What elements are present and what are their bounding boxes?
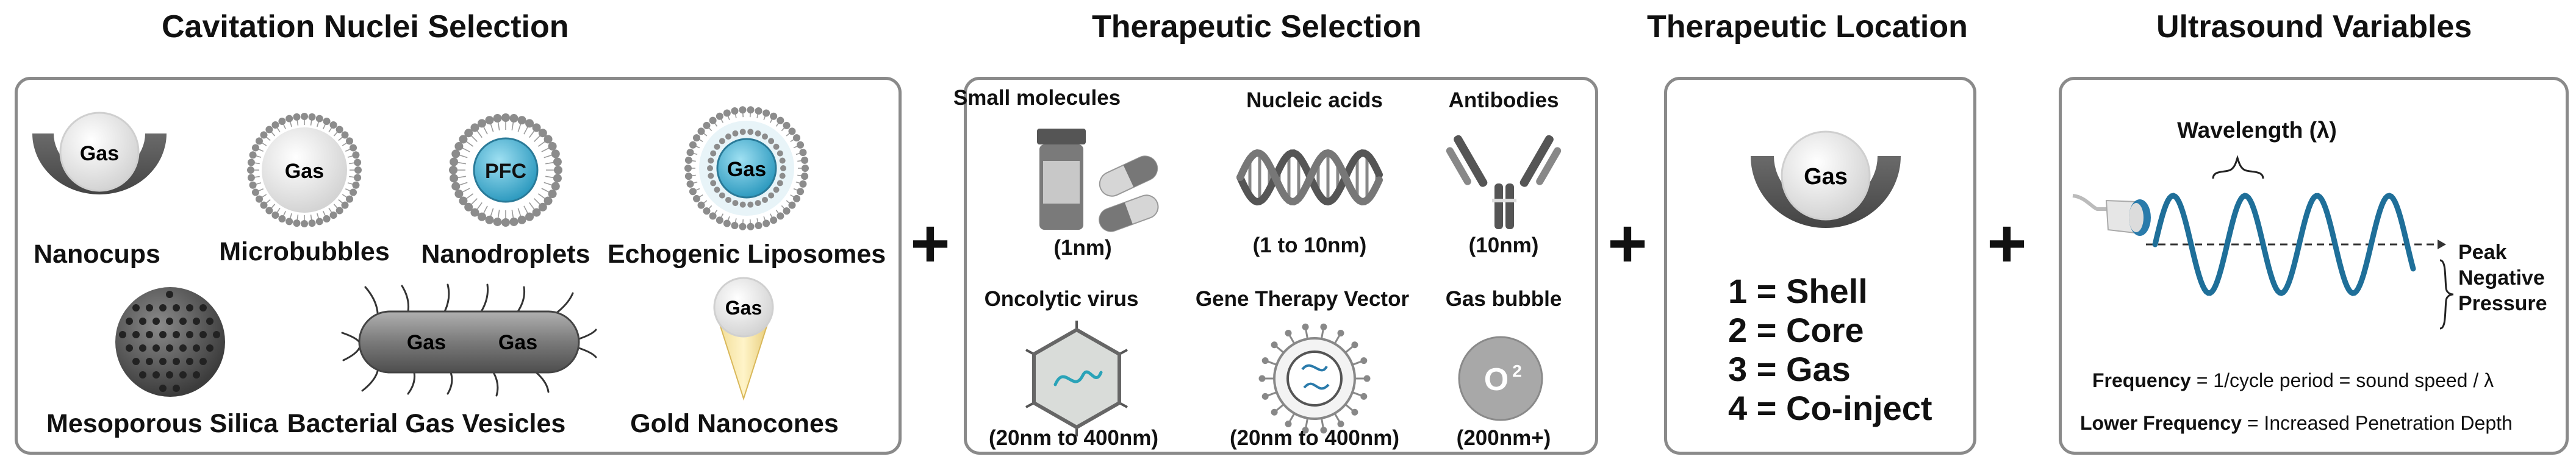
silica-pores bbox=[119, 291, 220, 392]
panel-location: Gas 1 = Shell 2 = Core 3 = Gas 4 = Co-in… bbox=[1664, 77, 1976, 455]
liposome-outer-shell bbox=[684, 106, 809, 230]
frequency-equation: Frequency = 1/cycle period = sound speed… bbox=[2092, 369, 2494, 392]
vesicle-gas-label-2: Gas bbox=[498, 331, 537, 354]
plus-sign-1: + bbox=[910, 205, 950, 282]
title-cavitation: Cavitation Nuclei Selection bbox=[162, 9, 569, 44]
label-nanocones: Gold Nanocones bbox=[630, 409, 839, 438]
size-small-molecules: (1nm) bbox=[1053, 236, 1112, 260]
label-oncolytic-virus: Oncolytic virus bbox=[984, 287, 1139, 311]
pressure-line-1: Peak bbox=[2458, 241, 2507, 264]
pressure-brace-icon bbox=[2439, 259, 2454, 330]
oncolytic-virus-icon bbox=[1025, 321, 1128, 436]
location-item-gas: 3 = Gas bbox=[1728, 350, 1851, 388]
nanocup-gas-label: Gas bbox=[80, 142, 119, 165]
location-gas-label: Gas bbox=[1804, 164, 1848, 190]
panel-therapeutic: Small molecules Nucleic acids Antibodies bbox=[953, 77, 1598, 455]
microbubble-shell bbox=[247, 113, 362, 227]
label-microbubbles: Microbubbles bbox=[219, 237, 390, 266]
dna-helix-icon bbox=[1236, 149, 1383, 206]
label-liposomes: Echogenic Liposomes bbox=[607, 240, 886, 269]
size-gene-therapy-vector: (20nm to 400nm) bbox=[1229, 426, 1400, 450]
nanocup-location-icon: Gas bbox=[1751, 130, 1901, 228]
gas-vesicle-icon: Gas Gas bbox=[341, 283, 597, 397]
vesicle-gas-label-1: Gas bbox=[407, 331, 446, 354]
o2-label: O bbox=[1484, 362, 1509, 397]
size-gas-bubble: (200nm+) bbox=[1456, 426, 1551, 450]
lower-frequency-equation: Lower Frequency = Increased Penetration … bbox=[2080, 412, 2513, 435]
liposome-icon: Gas bbox=[684, 106, 809, 230]
location-item-coinject: 4 = Co-inject bbox=[1728, 389, 1932, 427]
title-therapeutic: Therapeutic Selection bbox=[1092, 9, 1422, 44]
size-oncolytic-virus: (20nm to 400nm) bbox=[988, 426, 1159, 450]
size-antibodies: (10nm) bbox=[1468, 233, 1539, 257]
nanodroplet-pfc-label: PFC bbox=[485, 160, 526, 183]
lower-frequency-formula: = Increased Penetration Depth bbox=[2247, 412, 2513, 434]
antibody-icon bbox=[1446, 135, 1562, 229]
label-small-molecules: Small molecules bbox=[953, 86, 1121, 110]
liposome-gas-label: Gas bbox=[727, 158, 766, 181]
liposome-inner-shell bbox=[707, 129, 786, 208]
label-gas-bubble: Gas bubble bbox=[1445, 287, 1562, 311]
label-silica: Mesoporous Silica bbox=[46, 409, 278, 438]
o2-superscript: 2 bbox=[1512, 361, 1522, 380]
panel-cavitation: Gas Nanocups Gas Microbubbles PFC Nanodr… bbox=[15, 77, 902, 455]
nanocup-icon: Gas bbox=[32, 112, 167, 194]
frequency-label: Frequency bbox=[2092, 369, 2191, 391]
label-nanocups: Nanocups bbox=[34, 240, 160, 269]
label-vesicles: Bacterial Gas Vesicles bbox=[287, 409, 566, 438]
nanodroplet-shell bbox=[449, 113, 562, 227]
size-nucleic-acids: (1 to 10nm) bbox=[1252, 233, 1367, 257]
microbubble-gas-label: Gas bbox=[285, 160, 324, 183]
nanocone-gas-label: Gas bbox=[725, 297, 762, 319]
sine-wave bbox=[2152, 193, 2416, 296]
label-gene-therapy-vector: Gene Therapy Vector bbox=[1195, 287, 1410, 311]
label-nanodroplets: Nanodroplets bbox=[421, 240, 590, 269]
gold-nanocone-icon: Gas bbox=[713, 277, 774, 401]
label-antibodies: Antibodies bbox=[1448, 88, 1559, 112]
location-item-core: 2 = Core bbox=[1728, 311, 1864, 349]
transducer-probe-icon bbox=[2072, 194, 2151, 236]
title-location: Therapeutic Location bbox=[1647, 9, 1968, 44]
pressure-line-2: Negative bbox=[2458, 266, 2545, 290]
location-list: 1 = Shell 2 = Core 3 = Gas 4 = Co-inject bbox=[1728, 272, 1932, 428]
lower-frequency-label: Lower Frequency bbox=[2080, 412, 2242, 434]
mesoporous-silica-icon bbox=[115, 287, 225, 397]
nanodroplet-icon: PFC bbox=[449, 113, 562, 227]
ultrasound-wave-diagram bbox=[2072, 155, 2446, 296]
wavelength-brace-icon bbox=[2212, 155, 2264, 179]
gene-therapy-vector-icon bbox=[1258, 323, 1371, 434]
microbubble-icon: Gas bbox=[247, 113, 362, 227]
frequency-formula: = 1/cycle period = sound speed / λ bbox=[2196, 369, 2494, 391]
pill-bottle-icon bbox=[1037, 129, 1159, 232]
title-ultrasound: Ultrasound Variables bbox=[2156, 9, 2472, 44]
label-nucleic-acids: Nucleic acids bbox=[1246, 88, 1383, 112]
pressure-label: Peak Negative Pressure bbox=[2458, 240, 2547, 316]
plus-sign-2: + bbox=[1607, 205, 1648, 282]
vesicle-pili bbox=[341, 283, 597, 397]
panel-ultrasound: Wavelength (λ) Peak Negative Pressure Fr… bbox=[2059, 77, 2569, 455]
gas-bubble-icon: O 2 bbox=[1458, 336, 1543, 421]
plus-sign-3: + bbox=[1987, 205, 2027, 282]
location-item-shell: 1 = Shell bbox=[1728, 272, 1868, 310]
pressure-line-3: Pressure bbox=[2458, 292, 2547, 315]
label-wavelength: Wavelength (λ) bbox=[2177, 118, 2337, 143]
